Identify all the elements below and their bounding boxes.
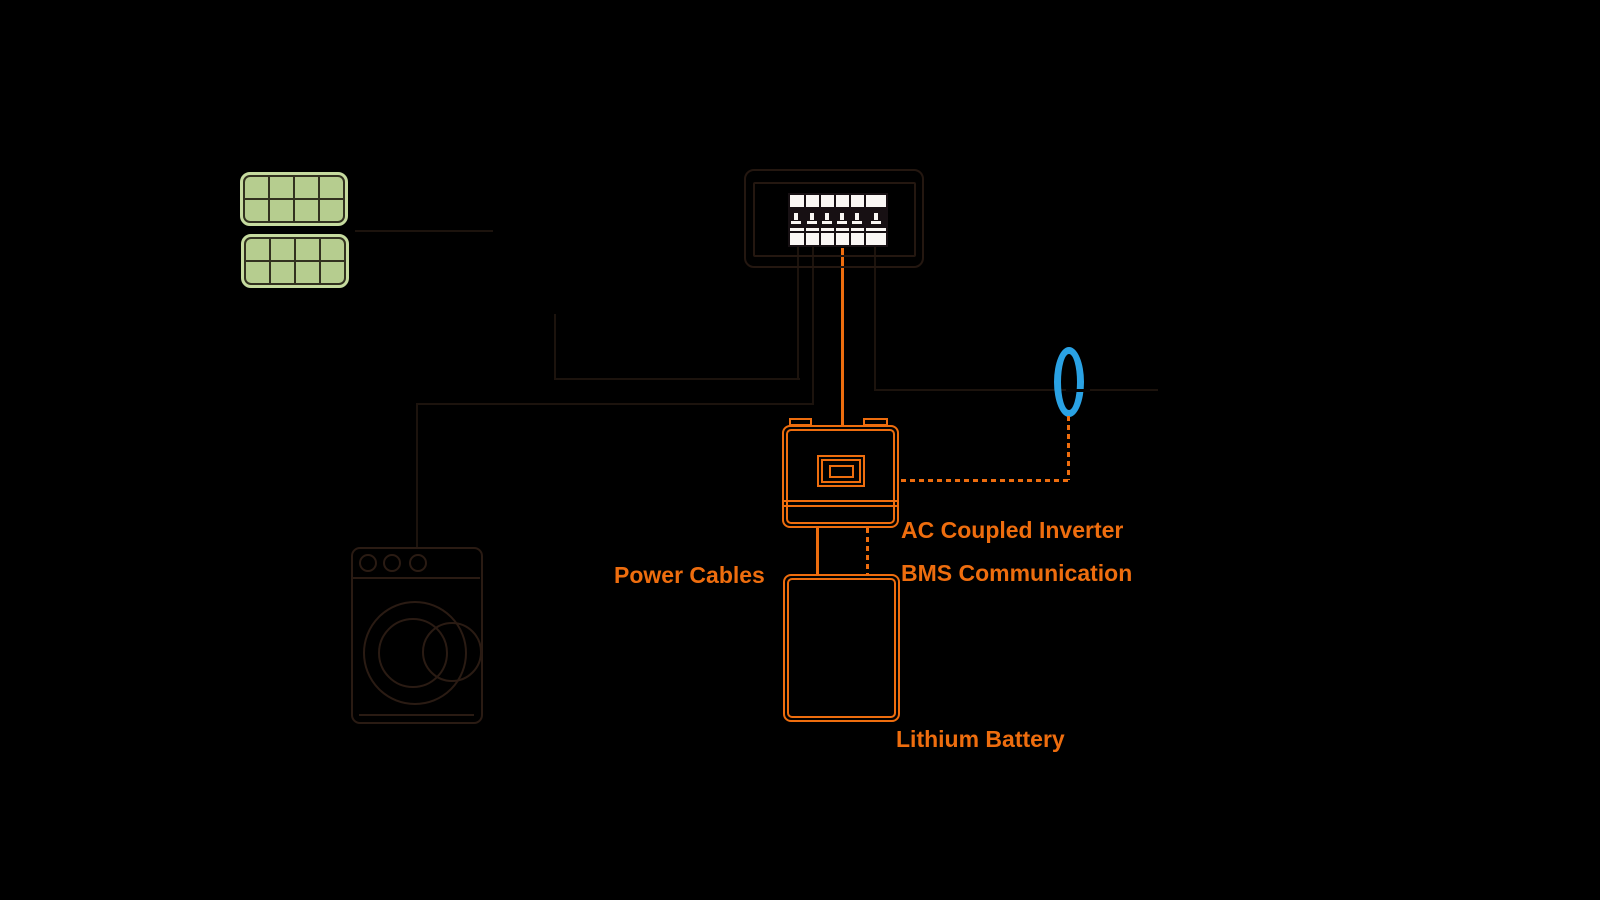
ac-coupled-inverter-label: AC Coupled Inverter [901,517,1124,543]
solar-panel-icon [240,172,348,226]
grid-wire-over-clamp [1066,389,1090,392]
washer-glass-reflection [421,621,482,682]
breaker-divider [834,195,836,245]
inverter-inner-outline [786,429,895,524]
breaker-switch-band [790,207,886,228]
pv-wire-horizontal [355,230,493,232]
washer-knob [408,553,427,572]
breaker-divider [804,195,806,245]
power-cables-label: Power Cables [614,562,765,588]
lithium-battery-label: Lithium Battery [896,726,1065,752]
inverter-mount-tab [789,418,812,426]
bms-communication-line [866,528,869,575]
washer-panel-divider [353,577,480,579]
breaker-divider [864,195,866,245]
washer-knob [358,553,377,572]
pv-wire-to-breaker [554,378,800,380]
breaker-toggle-icon [835,212,848,225]
ac-wire-breaker-to-inverter [841,248,844,425]
washing-machine-icon [351,547,483,724]
load-wire-to-washer [416,403,418,549]
inverter-divider-line [782,500,899,502]
breaker-lower-line [790,231,886,233]
breaker-toggle-icon [850,212,863,225]
breaker-toggle-icon [820,212,833,225]
grid-wire-horizontal [874,389,1158,391]
inverter-screen-bezel [817,455,865,487]
breaker-toggle-icon [805,212,818,225]
bms-communication-label: BMS Communication [901,560,1133,586]
pv-wire-riser [554,314,556,380]
inverter-screen [829,465,854,478]
breaker-enclosure-inner [753,182,916,257]
ct-sensor-cable-vertical [1067,416,1070,480]
breaker-toggle-icon [790,212,802,225]
solar-panel-cells [246,239,344,283]
load-wire-horizontal [416,403,814,405]
inverter-mount-tab [863,418,888,426]
breaker-divider [819,195,821,245]
breaker-divider [849,195,851,245]
breaker-toggle-icon [870,212,882,225]
battery-inner-outline [787,578,896,718]
circuit-breaker-panel-icon [788,193,888,247]
power-cable-line [816,528,819,575]
breaker-load-drop [812,247,814,405]
washer-base-line [359,714,474,716]
ct-sensor-cable-horizontal [901,479,1068,482]
lithium-battery-icon [783,574,900,722]
ac-coupled-inverter-icon [782,425,899,528]
inverter-screen-frame [821,459,861,483]
washer-knob [382,553,401,572]
grid-wire-drop [874,247,876,390]
ct-sensor-clamp-icon [1054,347,1084,417]
breaker-enclosure-outer [744,169,924,268]
solar-panel-icon [241,234,349,288]
breaker-pv-drop [797,247,799,380]
solar-panel-cells [245,177,343,221]
inverter-divider-line [782,505,899,507]
